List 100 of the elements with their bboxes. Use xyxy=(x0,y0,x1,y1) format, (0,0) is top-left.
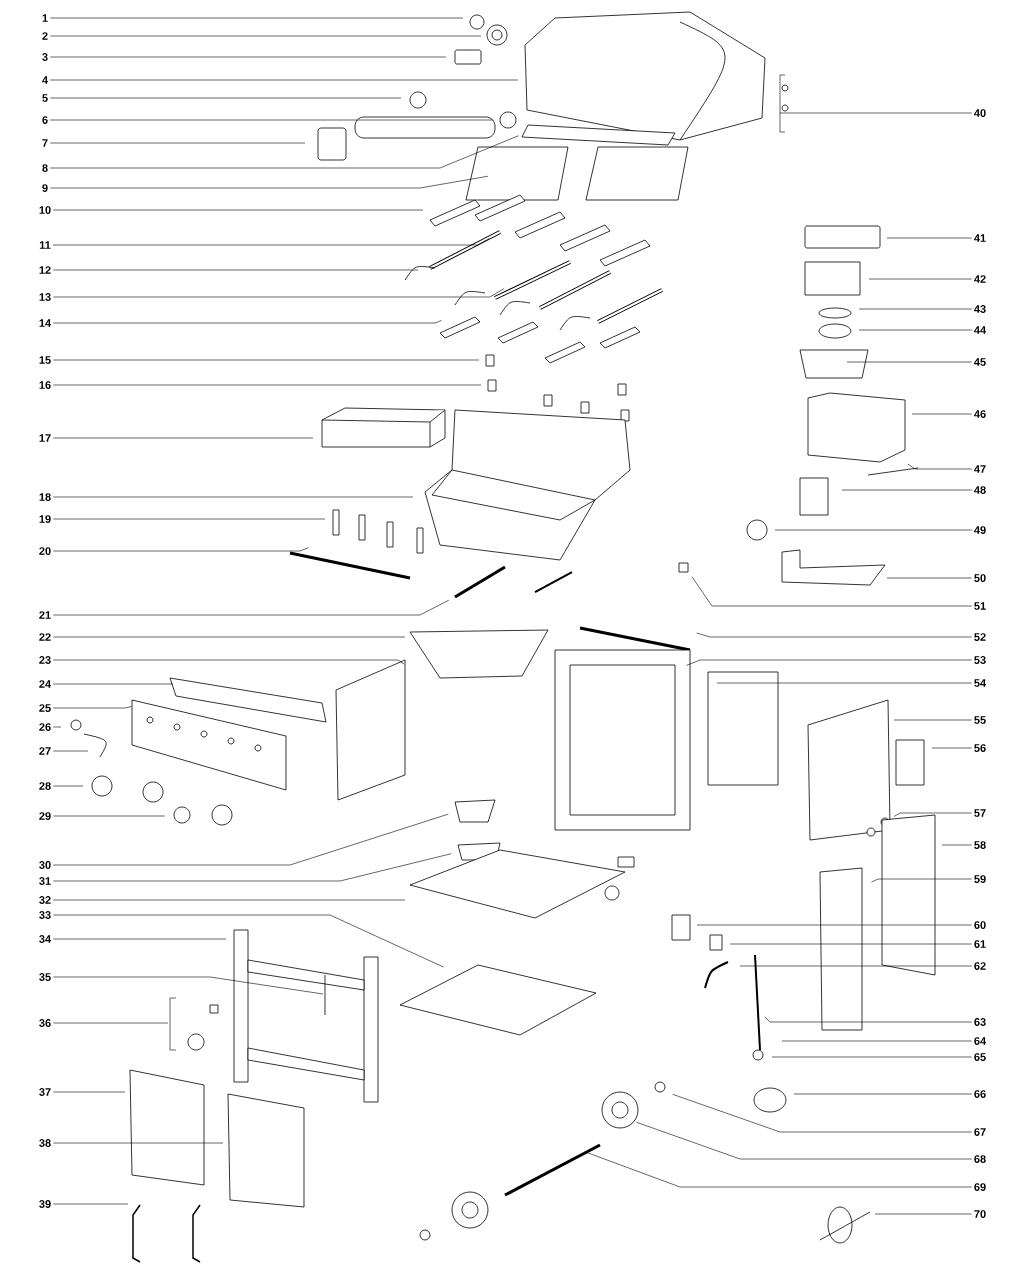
callout-number: 44 xyxy=(974,326,987,334)
callout-number: 51 xyxy=(974,602,986,610)
callout-number: 66 xyxy=(974,1090,986,1098)
leader-line xyxy=(858,329,972,331)
leader-line xyxy=(636,1122,972,1160)
callout-number: 34 xyxy=(39,935,52,943)
callout-number: 65 xyxy=(974,1053,986,1061)
callout-number: 48 xyxy=(974,486,986,494)
callout-number: 21 xyxy=(39,611,51,619)
leader-line xyxy=(739,965,972,967)
callout-number: 32 xyxy=(39,896,51,904)
callout-number: 70 xyxy=(974,1210,986,1218)
callout-number: 1 xyxy=(42,14,48,22)
leader-line xyxy=(49,35,482,37)
leader-line xyxy=(53,706,132,709)
leader-line xyxy=(53,976,324,995)
leader-line xyxy=(841,489,972,491)
callout-number: 68 xyxy=(974,1155,986,1163)
callout-number: 52 xyxy=(974,633,986,641)
leader-line xyxy=(672,1094,972,1133)
leader-line xyxy=(858,308,972,310)
callout-number: 54 xyxy=(974,679,987,687)
leader-line xyxy=(53,599,450,616)
callout-number: 67 xyxy=(974,1128,986,1136)
callout-number: 26 xyxy=(39,723,51,731)
callout-number: 45 xyxy=(974,358,986,366)
callout-number: 37 xyxy=(39,1088,51,1096)
callout-number: 24 xyxy=(39,680,52,688)
callout-number: 53 xyxy=(974,656,986,664)
callout-number: 41 xyxy=(974,234,986,242)
callout-number: 2 xyxy=(42,32,48,40)
leader-line xyxy=(53,269,419,271)
leader-line xyxy=(696,632,972,638)
callout-number: 19 xyxy=(39,515,51,523)
callout-number: 47 xyxy=(974,465,986,473)
callout-number: 12 xyxy=(39,266,51,274)
callout-number: 9 xyxy=(42,184,48,192)
leader-line xyxy=(53,1203,129,1205)
leader-line xyxy=(779,74,972,133)
leader-line xyxy=(53,288,505,298)
leader-line xyxy=(781,1040,972,1042)
callout-number: 20 xyxy=(39,547,51,555)
leader-line xyxy=(53,1091,126,1093)
leader-line xyxy=(53,813,449,866)
leader-line xyxy=(586,1152,972,1188)
leader-line xyxy=(729,943,972,945)
leader-line xyxy=(53,938,227,940)
leader-line xyxy=(53,899,406,901)
leader-line xyxy=(846,361,972,363)
callout-number: 31 xyxy=(39,877,51,885)
leader-line xyxy=(53,914,444,968)
leader-line xyxy=(53,997,177,1051)
callout-number: 33 xyxy=(39,911,51,919)
leader-line xyxy=(53,750,89,752)
callout-number: 35 xyxy=(39,973,51,981)
callout-number: 43 xyxy=(974,305,986,313)
leader-line xyxy=(49,119,494,121)
callout-number: 49 xyxy=(974,526,986,534)
callout-number: 42 xyxy=(974,275,986,283)
callout-number: 15 xyxy=(39,356,51,364)
callout-number: 38 xyxy=(39,1139,51,1147)
callout-number: 50 xyxy=(974,574,986,582)
leader-line xyxy=(893,719,972,721)
callout-number: 64 xyxy=(974,1037,987,1045)
leader-line xyxy=(53,1142,224,1144)
leader-line xyxy=(874,1213,972,1215)
leader-line xyxy=(911,413,972,415)
leader-line xyxy=(49,135,519,169)
callout-number: 4 xyxy=(42,76,48,84)
callout-number: 7 xyxy=(42,139,48,147)
callout-number: 14 xyxy=(39,319,52,327)
leader-line xyxy=(868,278,972,280)
callout-number: 16 xyxy=(39,381,51,389)
callout-number: 29 xyxy=(39,812,51,820)
callout-number: 6 xyxy=(42,116,48,124)
leader-line xyxy=(691,576,972,607)
callout-number: 56 xyxy=(974,744,986,752)
leader-line xyxy=(53,547,309,552)
leader-line xyxy=(686,659,972,666)
leader-line xyxy=(893,812,972,817)
callout-number: 55 xyxy=(974,716,986,724)
leader-line xyxy=(871,878,972,883)
leader-line xyxy=(49,142,306,144)
callout-number: 8 xyxy=(42,164,48,172)
leader-line xyxy=(53,659,405,665)
callout-number: 22 xyxy=(39,633,51,641)
callout-number: 5 xyxy=(42,94,48,102)
callout-number: 61 xyxy=(974,940,986,948)
leader-line xyxy=(53,636,406,638)
callout-number: 58 xyxy=(974,841,986,849)
callout-number: 28 xyxy=(39,782,51,790)
leader-line xyxy=(49,56,447,58)
callout-number: 13 xyxy=(39,293,51,301)
callout-number: 60 xyxy=(974,921,986,929)
leader-line xyxy=(53,853,452,882)
callout-number: 3 xyxy=(42,53,48,61)
callout-number: 69 xyxy=(974,1183,986,1191)
leader-line xyxy=(53,320,442,324)
leader-line xyxy=(53,518,326,520)
callout-number: 62 xyxy=(974,962,986,970)
